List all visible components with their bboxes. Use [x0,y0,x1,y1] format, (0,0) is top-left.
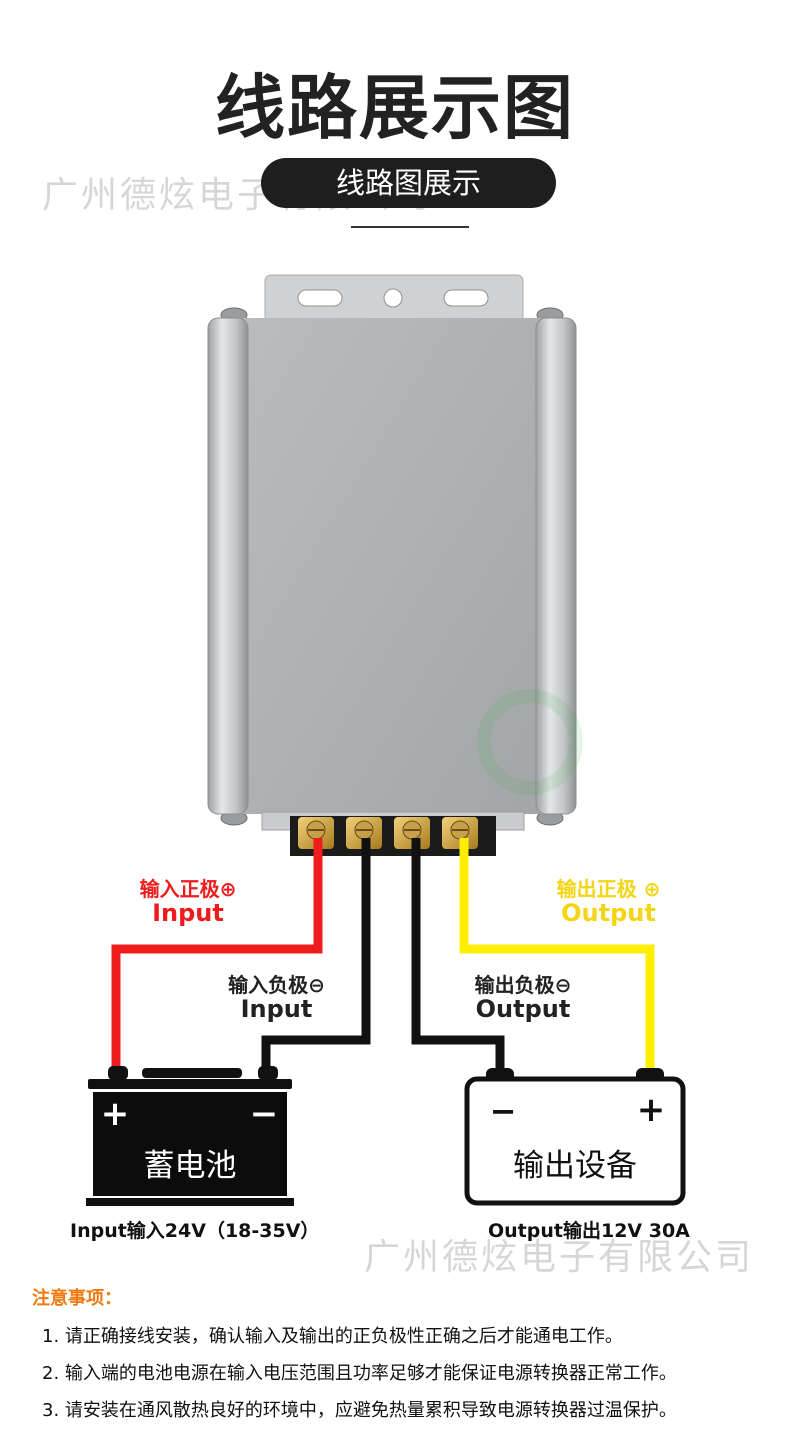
device-caption: Output输出12V 30A [488,1220,690,1242]
battery-label: 蓄电池 [143,1148,237,1184]
watermark-bottom: 广州德炫电子有限公司 [364,1237,755,1278]
wire-output-positive [459,838,655,1078]
label-output-positive: 输出正极 ⊕ Output [546,878,671,926]
label-output-negative-en: Output [475,995,571,1023]
label-input-negative-cn: 输入负极⊖ [228,973,325,997]
battery-plus-sign: + [100,1094,130,1134]
battery-symbol [86,1066,294,1206]
page-title: 线路展示图 [215,67,575,149]
label-output-positive-cn: 输出正极 ⊕ [556,877,661,901]
wire-input-negative [261,838,371,1075]
battery-caption: Input输入24V（18-35V） [70,1220,320,1242]
label-input-positive-cn: 输入正极⊕ [139,877,237,901]
label-input-positive-en: Input [152,899,224,927]
label-input-negative-en: Input [240,995,313,1023]
device-minus-sign: − [489,1092,517,1130]
wire-output-negative [411,838,505,1078]
note-item-1: 1. 请正确接线安装，确认输入及输出的正负极性正确之后才能通电工作。 [42,1326,623,1347]
subtitle-pill: 线路图展示 [261,158,556,208]
label-output-negative-cn: 输出负极⊖ [474,973,572,997]
device-label: 输出设备 [513,1148,637,1184]
device-plus-sign: + [636,1090,666,1130]
converter-case [207,317,583,831]
label-input-negative: 输入负极⊖ Input [214,974,339,1022]
note-item-2: 2. 输入端的电池电源在输入电压范围且功率足够才能保证电源转换器正常工作。 [42,1363,677,1384]
output-device-symbol [464,1068,686,1206]
note-item-3: 3. 请安装在通风散热良好的环境中，应避免热量累积导致电源转换器过温保护。 [42,1400,677,1421]
wire-input-positive [111,838,323,1075]
battery-minus-sign: − [249,1094,279,1134]
label-output-negative: 输出负极⊖ Output [458,974,588,1022]
subtitle-underline [351,226,469,228]
wires [111,838,655,1078]
label-output-positive-en: Output [561,899,656,927]
notes-title: 注意事项： [32,1288,122,1309]
label-input-positive: 输入正极⊕ Input [128,878,248,926]
